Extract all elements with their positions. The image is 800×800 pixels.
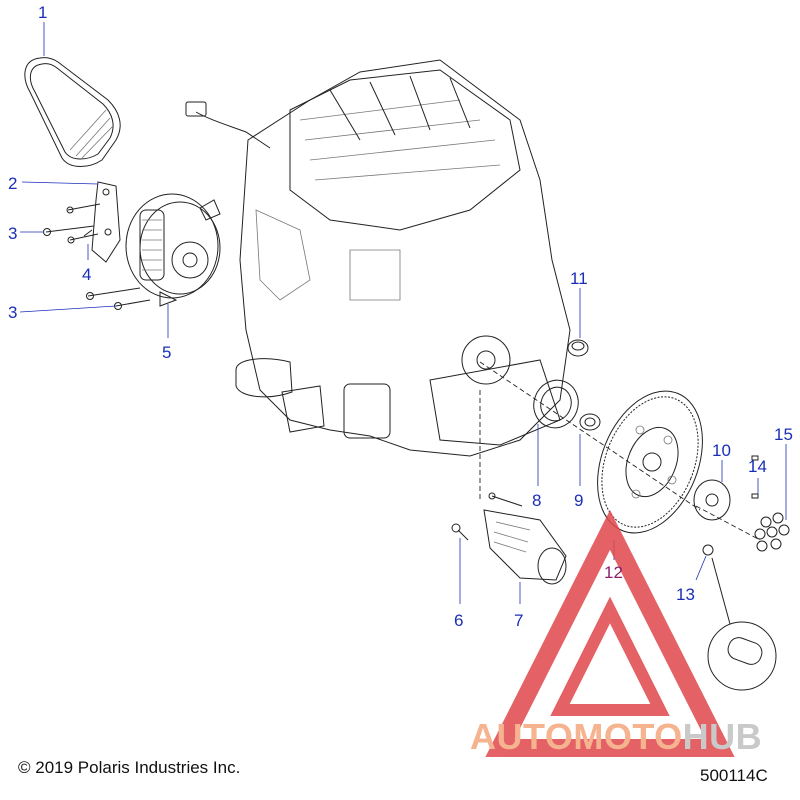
copyright-notice: © 2019 Polaris Industries Inc. [18,758,241,777]
plug [567,339,589,357]
watermark-logo-text: AUTOMOTOHUB [470,716,762,758]
callout-2: 2 [8,174,17,193]
callout-8: 8 [532,491,541,510]
callout-12: 12 [604,563,623,582]
oil-seal [533,379,579,429]
alternator-bracket [91,181,121,263]
bolt-set-upper [43,203,101,244]
starter-bolt [451,523,469,541]
watermark-logo-triangle [485,510,735,757]
assembly-axes [479,361,761,541]
callout-9: 9 [574,491,583,510]
pilot-bushing [579,413,601,431]
starter-motor [483,492,567,585]
callout-4: 4 [82,265,91,284]
callout-3-lower: 3 [8,303,17,322]
watermark-text-part2: HUB [682,716,763,757]
callout-15: 15 [774,425,793,444]
pin-detail-callout [702,544,777,691]
callout-5: 5 [162,343,171,362]
dowel-pins [751,455,759,499]
callout-13: 13 [676,585,695,604]
callout-11: 11 [570,269,588,288]
callout-14: 14 [748,457,767,476]
callout-1: 1 [38,3,47,22]
bolt-set-lower [86,287,151,310]
callout-7: 7 [514,611,523,630]
callout-3-upper: 3 [8,224,17,243]
engine-assembly [185,59,571,457]
reinforcement-plate [693,479,731,521]
callout-6: 6 [454,611,463,630]
callout-10: 10 [712,441,731,460]
flywheel-bolts [754,512,790,552]
watermark-text-part1: AUTOMOTO [470,716,683,757]
leader-lines [19,22,787,604]
document-number: 500114C [700,766,768,785]
flywheel [597,390,703,534]
drive-belt [24,57,121,167]
alternator [125,193,221,307]
